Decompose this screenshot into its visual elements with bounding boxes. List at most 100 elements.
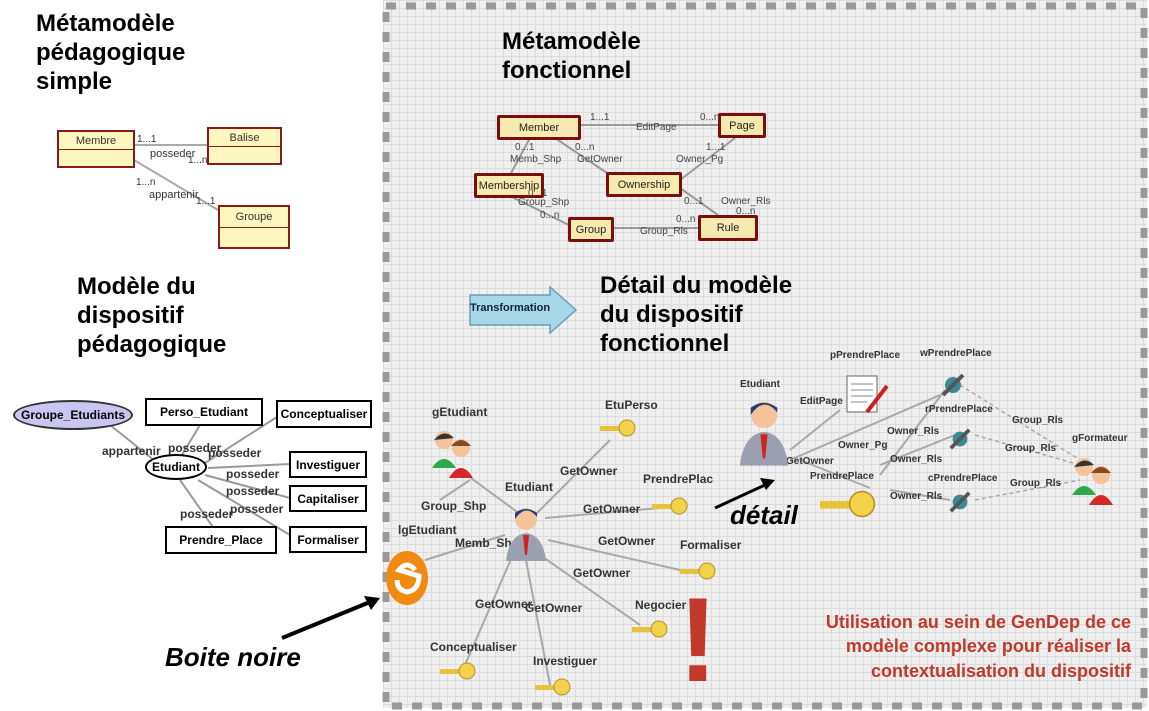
edge-label: Memb_Sh bbox=[455, 536, 512, 550]
node-label: gFormateur bbox=[1072, 433, 1128, 444]
meta-label: 0...1 bbox=[528, 188, 548, 199]
edge-label: posseder bbox=[168, 441, 222, 455]
meta-label: 0...1 bbox=[684, 196, 704, 207]
edge-label: appartenir bbox=[102, 444, 161, 458]
key-icon bbox=[632, 620, 668, 638]
edge-label: Group_Rls bbox=[1012, 415, 1064, 426]
meta-fonctionnel-title: Métamodèle fonctionnel bbox=[502, 28, 641, 84]
meta-label: Group_Rls bbox=[640, 226, 688, 237]
edge-label: Owner_Rls bbox=[890, 491, 943, 502]
node-label: rPrendrePlace bbox=[925, 404, 993, 415]
edge-label: GetOwner bbox=[598, 534, 656, 548]
meta-label: Owner_Pg bbox=[676, 154, 724, 165]
meta-label: Memb_Shp bbox=[510, 154, 562, 165]
node-label: Etudiant bbox=[740, 379, 780, 390]
class-groupe: Groupe bbox=[218, 205, 290, 249]
edge-label: Group_Shp bbox=[421, 499, 487, 513]
dispositif-links bbox=[109, 414, 291, 536]
detail-title: Détail du modèle du dispositif fonctionn… bbox=[600, 272, 793, 357]
assoc-label: appartenir bbox=[149, 189, 199, 201]
class-page: Page bbox=[718, 113, 766, 138]
edge-label: GetOwner bbox=[475, 597, 533, 611]
key-icon bbox=[440, 662, 476, 680]
assoc-label: posseder bbox=[150, 148, 196, 160]
exclamation-mark: ! bbox=[678, 573, 718, 707]
key-icon bbox=[652, 497, 688, 515]
class-rule: Rule bbox=[698, 215, 758, 241]
functional-meta-links bbox=[509, 124, 736, 229]
meta-label: Owner_Rls bbox=[721, 196, 771, 207]
usage-note: Utilisation au sein de GenDep de ce modè… bbox=[825, 612, 1131, 681]
box-investiguer: Investiguer bbox=[289, 451, 367, 478]
key-icon bbox=[535, 678, 571, 696]
edge-label: Group_Rls bbox=[1005, 443, 1057, 454]
logo-e-icon bbox=[386, 551, 428, 605]
meta-label: EditPage bbox=[636, 122, 677, 133]
class-membership: Membership bbox=[474, 173, 544, 198]
node-label: Investiguer bbox=[533, 654, 598, 668]
edge-label: posseder bbox=[226, 484, 280, 498]
mult-label: 1...n bbox=[188, 155, 208, 166]
class-group: Group bbox=[568, 217, 614, 242]
edge-label: Owner_Pg bbox=[838, 440, 888, 451]
box-conceptualiser: Conceptualiser bbox=[276, 400, 372, 428]
key-icon bbox=[600, 419, 636, 437]
edge-label: GetOwner bbox=[525, 601, 583, 615]
node-label: Etudiant bbox=[505, 480, 553, 494]
class-membre: Membre bbox=[57, 130, 135, 168]
node-label: cPrendrePlace bbox=[928, 473, 998, 484]
node-label: lgEtudiant bbox=[398, 523, 457, 537]
node-label: Negocier bbox=[635, 598, 687, 612]
meta-label: 0...1 bbox=[515, 142, 535, 153]
meta-label: 0...n bbox=[700, 112, 720, 123]
tools-icon bbox=[949, 428, 971, 450]
box-capitaliser: Capitaliser bbox=[289, 485, 367, 512]
meta-label: 0...n bbox=[575, 142, 595, 153]
node-label: wPrendrePlace bbox=[920, 348, 992, 359]
edge-label: GetOwner bbox=[560, 464, 618, 478]
meta-label: 0...n bbox=[736, 206, 756, 217]
node-label: gEtudiant bbox=[432, 405, 488, 419]
meta-label: GetOwner bbox=[577, 154, 623, 165]
node-label: PrendrePlace bbox=[810, 471, 874, 482]
node-label: pPrendrePlace bbox=[830, 350, 901, 361]
class-balise: Balise bbox=[207, 127, 282, 165]
group-icon bbox=[432, 431, 473, 478]
edge-label: EditPage bbox=[800, 396, 843, 407]
meta-label: 0...n bbox=[676, 214, 696, 225]
meta-label: 0...n bbox=[540, 210, 560, 221]
meta-simple-title: Métamodèle pédagogique simple bbox=[36, 10, 186, 95]
class-ownership: Ownership bbox=[606, 172, 682, 197]
meta-label: 1...1 bbox=[706, 142, 726, 153]
node-label: Formaliser bbox=[680, 538, 742, 552]
edge-label: GetOwner bbox=[573, 566, 631, 580]
node-label: PrendrePlac bbox=[643, 472, 714, 486]
tools-icon bbox=[949, 491, 971, 513]
transformation-arrow bbox=[469, 285, 578, 335]
box-perso-etudiant: Perso_Etudiant bbox=[145, 398, 263, 426]
simple-model-links bbox=[133, 144, 219, 211]
edge-label: Owner_Rls bbox=[887, 426, 940, 437]
group-icon bbox=[1072, 458, 1113, 505]
dispositif-title: Modèle du dispositif pédagogique bbox=[77, 273, 227, 358]
transformation-label: Transformation bbox=[470, 302, 551, 314]
meta-label: Group_Shp bbox=[518, 197, 570, 208]
document-icon bbox=[846, 375, 889, 414]
boite-noire-annotation: Boite noire bbox=[165, 642, 301, 672]
edge-label: Group_Rls bbox=[1010, 478, 1062, 489]
class-member: Member bbox=[497, 115, 581, 140]
edge-label: GetOwner bbox=[786, 456, 834, 467]
key-icon bbox=[820, 490, 876, 518]
mult-label: 1...n bbox=[136, 177, 156, 188]
meta-label: 1...1 bbox=[590, 112, 610, 123]
edge-label: Owner_Rls bbox=[890, 454, 943, 465]
edge-label: posseder bbox=[230, 502, 284, 516]
user-icon bbox=[739, 401, 789, 466]
mult-label: 1...1 bbox=[137, 134, 157, 145]
groupe-etudiants-node: Groupe_Etudiants bbox=[13, 400, 133, 430]
user-icon bbox=[506, 508, 546, 561]
edge-label: GetOwner bbox=[583, 502, 641, 516]
